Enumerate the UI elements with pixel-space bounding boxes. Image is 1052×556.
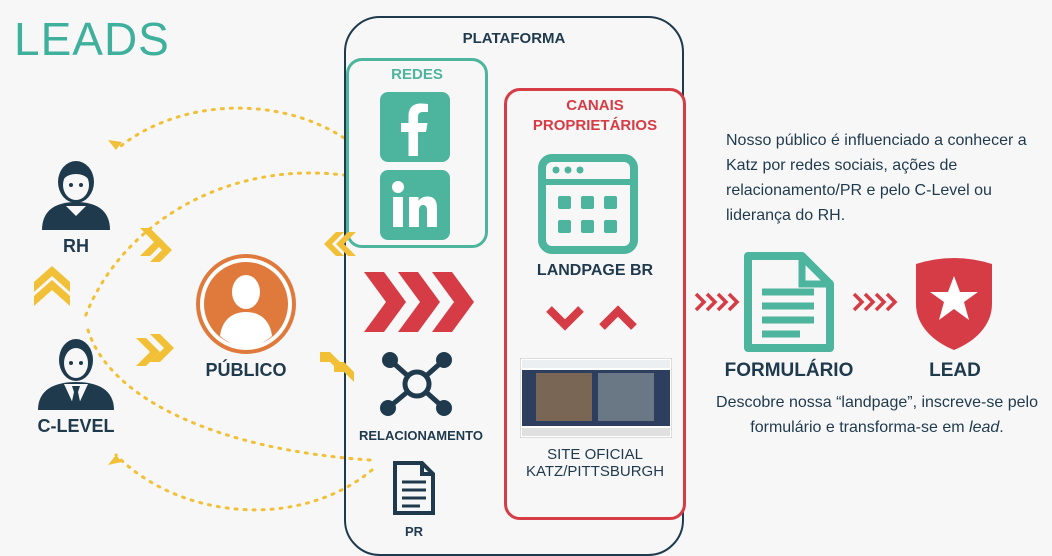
relacionamento-label: RELACIONAMENTO [359,428,483,443]
lead-label: LEAD [929,360,981,381]
big-red-arrows [364,272,474,332]
pr-label: PR [404,524,424,539]
publico-person-icon [196,254,296,354]
website-screenshot [520,358,672,438]
description-top: Nosso público é influenciado a conhecer … [726,132,1027,224]
clevel-label: C-LEVEL [37,416,115,436]
rh-person-icon [42,161,110,230]
network-icon [380,352,452,416]
formulario-label: FORMULÁRIO [724,360,854,381]
description-bottom-text: Descobre nossa “landpage”, inscreve-se p… [716,394,1038,436]
facebook-icon[interactable] [380,92,450,162]
landpage-label: LANDPAGE BR [536,262,654,279]
rh-label: RH [63,236,89,256]
lead-shield-icon [916,258,992,350]
description-bottom-end: . [999,419,1004,436]
calendar-icon [538,154,638,254]
form-document-icon [744,252,834,352]
page-title: LEADS [14,13,170,65]
chevron-up-icon [599,305,637,330]
small-red-arrows-2 [852,292,898,312]
clevel-person-icon [38,339,114,410]
site-label: SITE OFICIAL KATZ/PITTSBURGH [525,446,665,480]
platform-label: PLATAFORMA [462,30,566,47]
chevron-down-icon [546,306,584,331]
description-bottom-lead: lead [969,419,1000,436]
publico-label: PÚBLICO [205,360,287,380]
description-bottom: Descobre nossa “landpage”, inscreve-se p… [712,390,1042,440]
linkedin-icon[interactable] [380,170,450,240]
canais-label: CANAIS PROPRIETÁRIOS [532,97,658,134]
redes-label: REDES [391,66,443,83]
small-red-arrows-1 [694,292,740,312]
document-icon [393,461,435,515]
